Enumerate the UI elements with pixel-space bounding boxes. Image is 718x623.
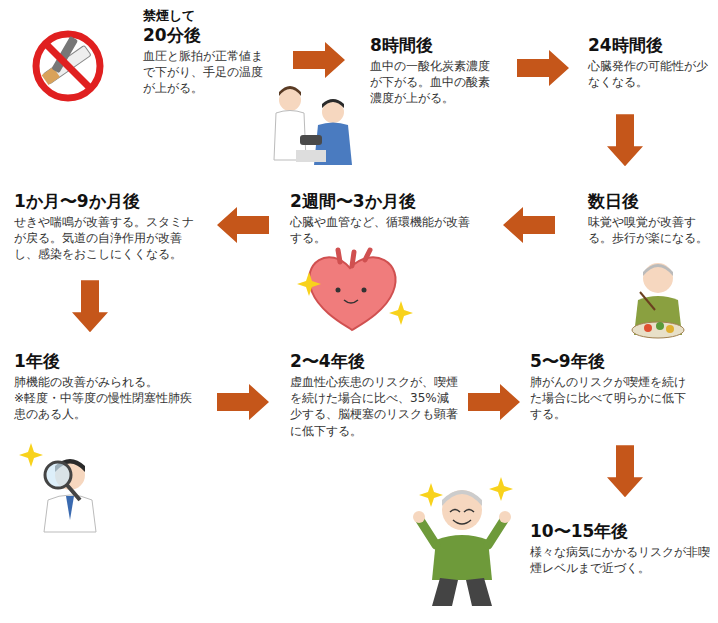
flow-arrow bbox=[517, 50, 569, 86]
stage-heading: 24時間後 bbox=[588, 34, 713, 56]
stage-box: 8時間後血中の一酸化炭素濃度が下がる。血中の酸素濃度が上がる。 bbox=[370, 34, 498, 107]
stage-box: 1年後肺機能の改善がみられる。※軽度・中等度の慢性閉塞性肺疾患のある人。 bbox=[14, 350, 196, 423]
stage-description: 肺がんのリスクが喫煙を続けた場合に比べて明らかに低下する。 bbox=[530, 374, 695, 423]
stage-prefix: 禁煙して bbox=[143, 8, 268, 24]
stage-description: 様々な病気にかかるリスクが非喫煙レベルまで近づく。 bbox=[530, 544, 712, 576]
stage-heading: 10〜15年後 bbox=[530, 520, 712, 542]
stage-box: 数日後味覚や嗅覚が改善する。歩行が楽になる。 bbox=[588, 190, 713, 246]
stage-description: 心臓発作の可能性が少なくなる。 bbox=[588, 58, 713, 90]
stage-heading: 20分後 bbox=[143, 24, 268, 46]
elder-eating bbox=[632, 263, 684, 338]
stage-box: 2週間〜3か月後心臓や血管など、循環機能が改善する。 bbox=[290, 190, 470, 246]
stage-description: せきや喘鳴が改善する。スタミナが戻る。気道の自浄作用が改善し、感染をおこしにくく… bbox=[14, 214, 196, 263]
stage-description: 味覚や嗅覚が改善する。歩行が楽になる。 bbox=[588, 214, 713, 246]
stage-box: 禁煙して20分後血圧と脈拍が正常値まで下がり、手足の温度が上がる。 bbox=[143, 8, 268, 96]
stage-heading: 8時間後 bbox=[370, 34, 498, 56]
stage-description: 虚血性心疾患のリスクが、喫煙を続けた場合に比べ、35%減少する、脳梗塞のリスクも… bbox=[290, 374, 458, 439]
stage-heading: 5〜9年後 bbox=[530, 350, 695, 372]
stage-heading: 1年後 bbox=[14, 350, 196, 372]
stage-box: 1か月〜9か月後せきや喘鳴が改善する。スタミナが戻る。気道の自浄作用が改善し、感… bbox=[14, 190, 196, 263]
stage-box: 10〜15年後様々な病気にかかるリスクが非喫煙レベルまで近づく。 bbox=[530, 520, 712, 576]
no-smoking-icon bbox=[36, 34, 100, 98]
doctor-magnifier bbox=[19, 443, 96, 532]
stage-description: ※軽度・中等度の慢性閉塞性肺疾患のある人。 bbox=[14, 390, 196, 422]
flow-arrow bbox=[607, 445, 643, 497]
stage-description: 心臓や血管など、循環機能が改善する。 bbox=[290, 214, 470, 246]
flow-arrow bbox=[217, 207, 269, 243]
stage-heading: 2週間〜3か月後 bbox=[290, 190, 470, 212]
stage-box: 5〜9年後肺がんのリスクが喫煙を続けた場合に比べて明らかに低下する。 bbox=[530, 350, 695, 423]
flow-arrow bbox=[293, 42, 345, 78]
stage-heading: 数日後 bbox=[588, 190, 713, 212]
happy-elder bbox=[413, 477, 513, 606]
stage-heading: 2〜4年後 bbox=[290, 350, 458, 372]
flow-arrow bbox=[607, 114, 643, 166]
stage-box: 2〜4年後虚血性心疾患のリスクが、喫煙を続けた場合に比べ、35%減少する、脳梗塞… bbox=[290, 350, 458, 439]
stage-description: 血中の一酸化炭素濃度が下がる。血中の酸素濃度が上がる。 bbox=[370, 58, 498, 107]
flow-arrow bbox=[503, 207, 555, 243]
flow-arrow bbox=[217, 384, 269, 420]
flow-arrow bbox=[72, 280, 108, 332]
nurse-patient bbox=[274, 86, 352, 165]
stage-box: 24時間後心臓発作の可能性が少なくなる。 bbox=[588, 34, 713, 90]
flow-arrow bbox=[468, 384, 520, 420]
heart-illustration bbox=[297, 250, 413, 330]
stage-description: 血圧と脈拍が正常値まで下がり、手足の温度が上がる。 bbox=[143, 48, 268, 97]
stage-heading: 1か月〜9か月後 bbox=[14, 190, 196, 212]
stage-description: 肺機能の改善がみられる。 bbox=[14, 374, 196, 390]
